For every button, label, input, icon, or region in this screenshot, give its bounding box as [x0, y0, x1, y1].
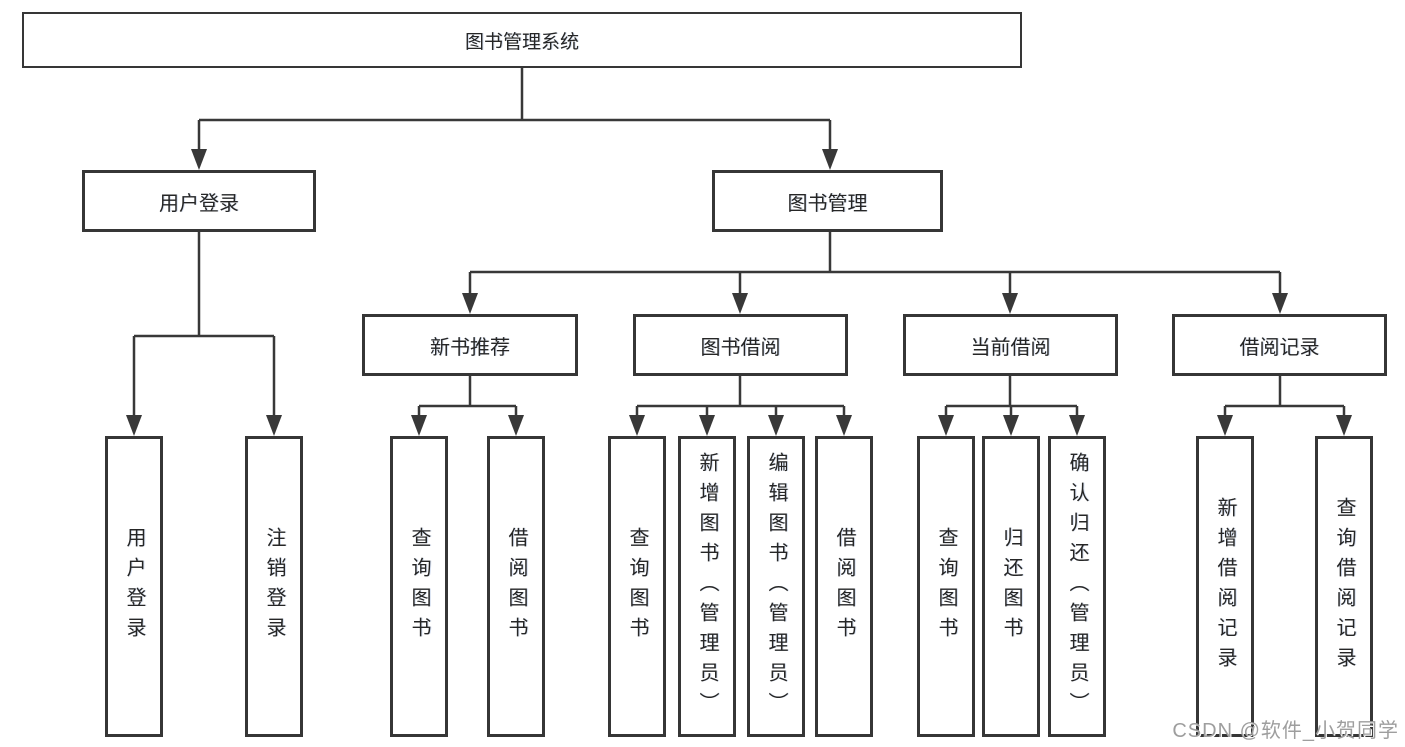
node-label: 图书管理系统: [464, 31, 579, 53]
node-label: 查询图书: [408, 526, 430, 647]
leaf-edit-book-admin: 编辑图书（管理员）: [747, 436, 805, 737]
leaf-query-borrow-record: 查询借阅记录: [1315, 436, 1373, 737]
node-label: 查询图书: [935, 526, 957, 647]
leaf-confirm-return-admin: 确认归还（管理员）: [1048, 436, 1106, 737]
node-label: 用户登录: [123, 526, 145, 647]
node-label: 编辑图书（管理员）: [765, 451, 787, 722]
leaf-user-login: 用户登录: [105, 436, 163, 737]
leaf-borrow-book-2: 借阅图书: [815, 436, 873, 737]
node-label: 注销登录: [263, 526, 285, 647]
node-new-book-recommend: 新书推荐: [362, 314, 578, 376]
node-current-borrow: 当前借阅: [903, 314, 1118, 376]
node-label: 查询图书: [626, 526, 648, 647]
node-label: 借阅图书: [505, 526, 527, 647]
leaf-add-borrow-record: 新增借阅记录: [1196, 436, 1254, 737]
leaf-query-book-3: 查询图书: [917, 436, 975, 737]
node-book-borrow: 图书借阅: [633, 314, 848, 376]
leaf-logout: 注销登录: [245, 436, 303, 737]
node-label: 图书借阅: [700, 336, 781, 359]
node-label: 当前借阅: [970, 336, 1051, 359]
node-label: 确认归还（管理员）: [1066, 451, 1088, 722]
node-system-root: 图书管理系统: [22, 12, 1022, 68]
leaf-return-book: 归还图书: [982, 436, 1040, 737]
node-user-login-branch: 用户登录: [82, 170, 316, 232]
csdn-watermark: CSDN @软件_小贺同学: [1172, 720, 1399, 742]
node-label: 新增图书（管理员）: [696, 451, 718, 722]
leaf-query-book-2: 查询图书: [608, 436, 666, 737]
node-label: 新书推荐: [430, 336, 510, 359]
leaf-add-book-admin: 新增图书（管理员）: [678, 436, 736, 737]
node-label: 图书管理: [787, 192, 868, 215]
node-label: 查询借阅记录: [1333, 496, 1355, 677]
node-label: 归还图书: [1000, 526, 1022, 647]
leaf-borrow-book-1: 借阅图书: [487, 436, 545, 737]
node-label: 用户登录: [159, 192, 239, 215]
node-label: 新增借阅记录: [1214, 496, 1236, 677]
arrowhead-icons: [126, 149, 1352, 436]
node-label: 借阅图书: [833, 526, 855, 647]
node-book-management-branch: 图书管理: [712, 170, 943, 232]
node-borrow-record: 借阅记录: [1172, 314, 1387, 376]
node-label: 借阅记录: [1239, 336, 1320, 359]
leaf-query-book-1: 查询图书: [390, 436, 448, 737]
